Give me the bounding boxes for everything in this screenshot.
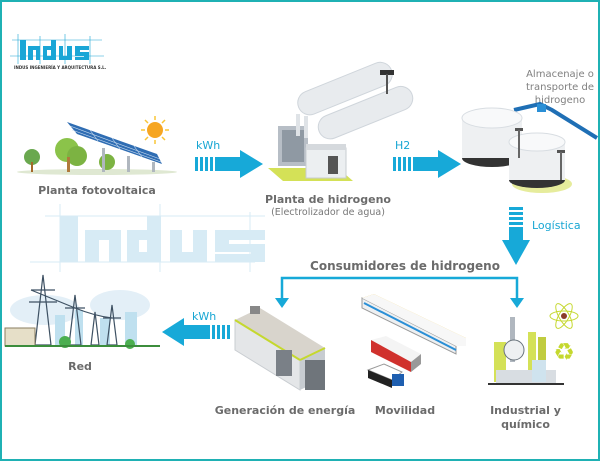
flow-label-grid-kwh: kWh: [192, 310, 217, 323]
power-generator-icon: [234, 306, 326, 391]
industrial-label: Industrial y químico: [478, 404, 573, 432]
hydrogen-plant-node: Planta de hidrogeno (Electrolizador de a…: [258, 56, 414, 226]
arrow-right-icon: [195, 150, 263, 178]
logo: INDUS INGENIERÍA Y ARQUITECTURA S.L.: [10, 34, 107, 74]
storage-label-line: Almacenaje o: [526, 69, 594, 80]
hydrogen-plant-sublabel: (Electrolizador de agua): [271, 207, 385, 218]
storage-label: Almacenaje o transporte de hidrogeno: [515, 68, 600, 107]
power-grid-icon: [4, 274, 160, 349]
grid-label: Red: [68, 360, 92, 373]
solar-panel-icon: [17, 116, 177, 175]
industrial-label-line: químico: [501, 418, 550, 431]
hydrogen-plant-label: Planta de hidrogeno: [265, 193, 391, 206]
logo-mark-icon: [10, 34, 104, 64]
industrial-plant-icon: ♻: [488, 303, 579, 385]
watermark: [15, 202, 265, 272]
solar-plant-label: Planta fotovoltaica: [38, 184, 156, 197]
consumers-title: Consumidores de hidrogeno: [310, 259, 500, 273]
arrow-down-icon: [502, 207, 530, 265]
svg-text:♻: ♻: [553, 338, 575, 366]
electrolyzer-plant-icon: [268, 61, 414, 181]
arrow-left-icon: [162, 318, 230, 346]
solar-plant-node: Planta fotovoltaica: [12, 112, 182, 202]
storage-tanks-icon: [461, 101, 599, 193]
watermark-logo-icon: [30, 204, 265, 272]
storage-label-line: transporte de: [525, 82, 595, 93]
logo-tagline: INDUS INGENIERÍA Y ARQUITECTURA S.L.: [14, 65, 107, 70]
storage-label-line: hidrogeno: [534, 95, 586, 106]
industrial-label-line: Industrial y: [490, 404, 561, 417]
generation-label: Generación de energía: [214, 404, 356, 417]
vehicles-icon: [361, 294, 466, 388]
arrow-right-icon: [393, 150, 461, 178]
flow-label-h2: H2: [395, 139, 411, 152]
flow-label-logistica: Logística: [532, 219, 581, 232]
consumers-bracket-connector: [275, 276, 524, 308]
flow-label-solar-kwh: kWh: [196, 139, 221, 152]
mobility-label: Movilidad: [374, 404, 436, 417]
